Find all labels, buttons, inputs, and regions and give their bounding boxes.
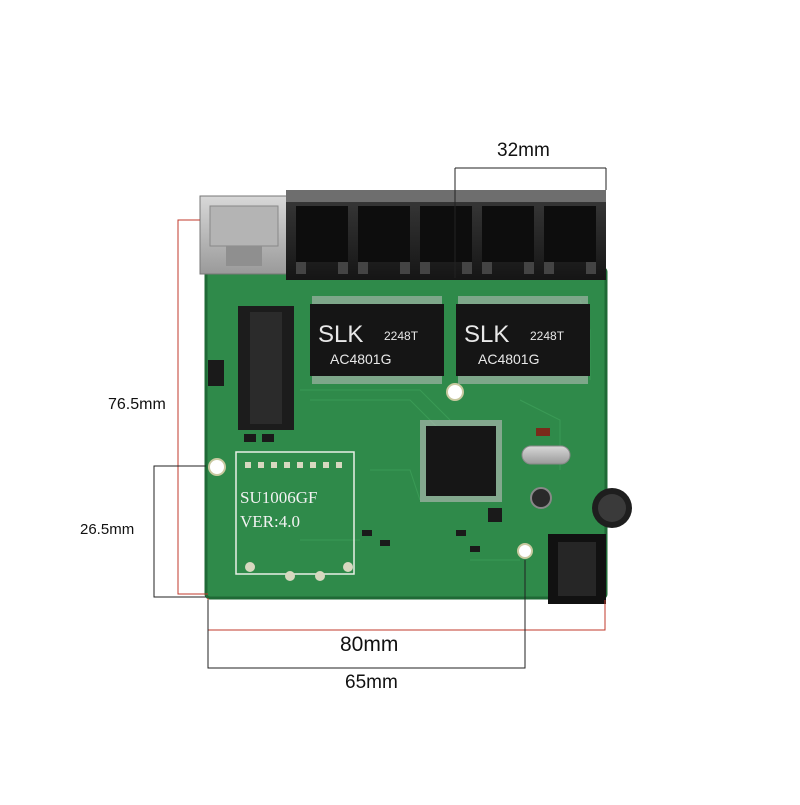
rj45-port-single [199,195,289,275]
chip-1-brand: SLK [318,321,363,348]
module-model-label: SU1006GF [240,488,317,507]
chip-1-part: 2248T [384,329,419,343]
mounting-hole [208,458,226,476]
dimension-label-65mm: 65mm [345,672,398,693]
chip-1-code: AC4801G [330,351,391,367]
dimension-lines [153,167,607,669]
smd-components [208,360,550,552]
dimension-label-80mm: 80mm [340,633,399,656]
rj45-port-block [286,190,606,280]
crystal-oscillator [521,445,571,465]
module-outline [235,451,355,581]
chip-2-code: AC4801G [478,351,539,367]
module-version-label: VER:4.0 [240,512,300,531]
main-controller-chip [420,420,502,502]
mounting-hole [446,383,464,401]
chip-2-part: 2248T [530,329,565,343]
chip-1 [310,296,444,384]
dimension-label-32mm: 32mm [497,140,550,161]
mounting-hole [517,543,533,559]
capacitors [530,487,632,528]
chip-2-brand: SLK [464,321,509,348]
dimension-label-26-5mm: 26.5mm [80,521,135,538]
dimension-label-76-5mm: 76.5mm [108,396,166,413]
chip-2 [456,296,590,384]
